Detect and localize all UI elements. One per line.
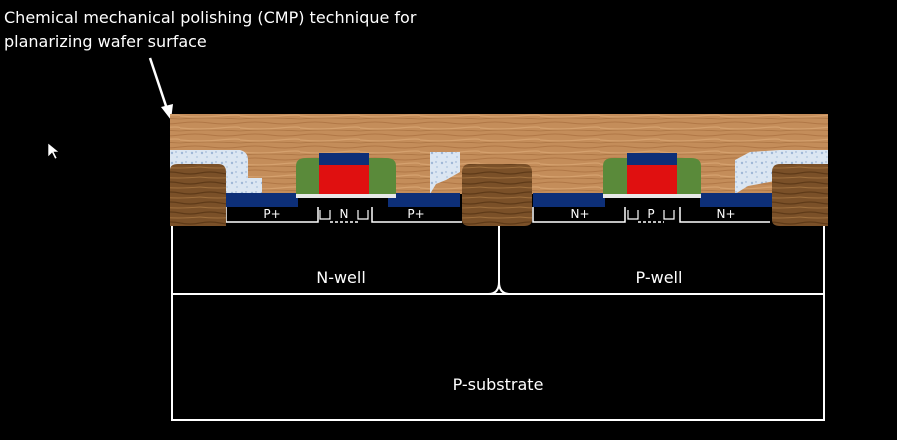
isolation-blocks [170, 164, 828, 226]
label-p-substrate: P-substrate [453, 375, 544, 394]
caption-line-2: planarizing wafer surface [4, 32, 207, 51]
caption: Chemical mechanical polishing (CMP) tech… [4, 6, 444, 54]
pmos-gate [296, 153, 396, 198]
isolation-center [462, 164, 532, 226]
label-pmos-source: P+ [263, 207, 280, 221]
label-p-well: P-well [636, 268, 683, 287]
label-pmos-channel: N [340, 207, 349, 221]
isolation-left [170, 164, 226, 226]
label-pmos-drain: P+ [407, 207, 424, 221]
nmos-gate [603, 153, 701, 198]
label-nmos-channel: P [647, 207, 654, 221]
mouse-cursor-icon [47, 142, 60, 160]
caption-line-1: Chemical mechanical polishing (CMP) tech… [4, 8, 417, 27]
label-n-well: N-well [316, 268, 366, 287]
oxide-stripes [226, 193, 772, 207]
label-nmos-drain: N+ [716, 207, 735, 221]
well-outlines [171, 226, 825, 421]
pointer-arrow [148, 57, 173, 120]
label-nmos-source: N+ [570, 207, 589, 221]
isolation-right [772, 164, 828, 226]
